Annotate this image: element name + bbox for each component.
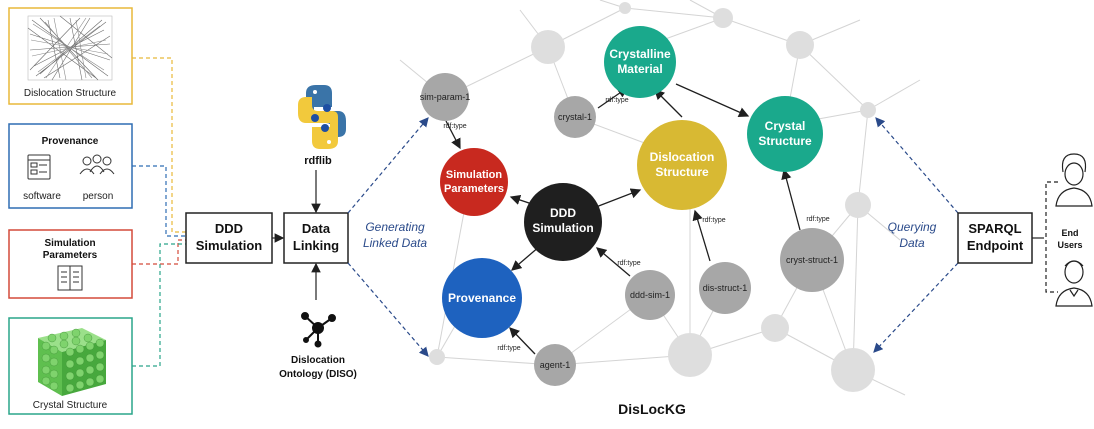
panel-dislocation-structure: Dislocation Structure: [8, 7, 133, 105]
panel-connectors: [132, 57, 186, 367]
node-simulation-parameters: [440, 148, 508, 216]
software-label: software: [23, 191, 61, 202]
rdf-type-label: rdf:type: [702, 217, 725, 224]
node-provenance: [442, 258, 522, 338]
rdflib-label: rdflib: [304, 155, 332, 167]
instance-nodes: sim-param-1 crystal-1 ddd-sim-1 dis-stru…: [420, 73, 844, 386]
node-crystalline-material: [604, 26, 676, 98]
node-sim-param-1: sim-param-1: [420, 92, 471, 102]
node-dislocation-structure: [637, 120, 727, 210]
rdf-type-label: rdf:type: [497, 345, 520, 352]
dislocation-structure-label: Dislocation Structure: [24, 88, 117, 99]
node-provenance-label: Provenance: [448, 291, 516, 305]
user-icon: [1055, 153, 1093, 207]
node-cryst-struct-1: cryst-struct-1: [786, 255, 838, 265]
rdf-type-label: rdf:type: [605, 97, 628, 104]
node-crystal-1: crystal-1: [558, 112, 592, 122]
graph-title: DisLocKG: [618, 401, 686, 417]
ontology-icon: [301, 312, 336, 348]
provenance-panel-title: Provenance: [42, 136, 99, 147]
crystal-lattice-image: [38, 328, 106, 396]
panel-provenance: Provenance software person: [8, 123, 133, 209]
node-dis-struct-1: dis-struct-1: [703, 283, 748, 293]
node-agent-1: agent-1: [540, 360, 571, 370]
person-icon: [79, 154, 115, 175]
python-icon: [298, 85, 346, 149]
dislocation-structure-image: [27, 15, 113, 81]
background-nodes: [429, 2, 876, 392]
panel-crystal-structure: Crystal Structure: [8, 317, 133, 415]
user-icon: [1055, 260, 1093, 307]
node-crystal-structure: [747, 96, 823, 172]
node-ddd-sim-1: ddd-sim-1: [630, 290, 670, 300]
rdf-type-label: rdf:type: [443, 123, 466, 130]
rdf-type-label: rdf:type: [806, 216, 829, 223]
crystal-structure-label: Crystal Structure: [33, 400, 108, 411]
querying-arrows: [873, 117, 959, 353]
semantic-edges: [509, 83, 750, 271]
person-label: person: [83, 191, 114, 202]
node-ddd-simulation: [524, 183, 602, 261]
rdf-type-label: rdf:type: [617, 260, 640, 267]
document-icon: [57, 265, 83, 291]
software-icon: [27, 154, 51, 180]
